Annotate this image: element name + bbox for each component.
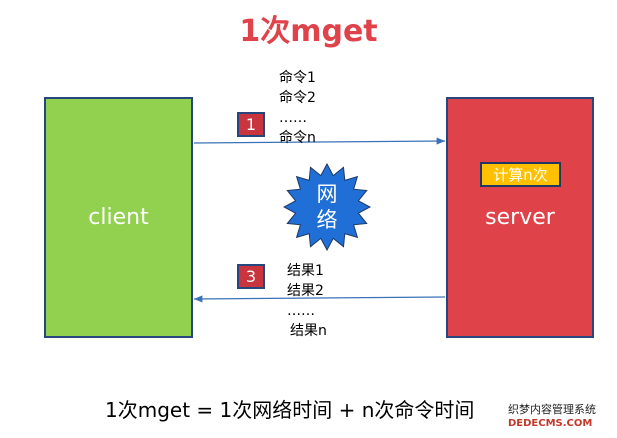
step-1-badge: 1 bbox=[237, 112, 265, 137]
compute-badge: 计算n次 bbox=[480, 162, 561, 187]
server-box: server bbox=[446, 97, 594, 338]
command-item: 命令2 bbox=[279, 90, 316, 106]
command-list: 命令1 命令2 …… 命令n bbox=[279, 68, 316, 148]
network-burst-icon bbox=[283, 163, 371, 251]
watermark: 织梦内容管理系统 DEDECMS.COM bbox=[506, 401, 610, 433]
diagram-title: 1次mget bbox=[239, 14, 378, 49]
compute-label: 计算n次 bbox=[493, 166, 548, 184]
client-box: client bbox=[44, 97, 193, 338]
result-item: …… bbox=[287, 303, 315, 319]
response-arrow bbox=[193, 295, 446, 303]
request-arrow bbox=[193, 137, 446, 145]
step-3-badge: 3 bbox=[237, 264, 265, 289]
result-item: 结果2 bbox=[287, 283, 324, 299]
result-list: 结果1 结果2 …… 结果n bbox=[287, 261, 327, 341]
result-item: 结果n bbox=[290, 323, 327, 339]
server-label: server bbox=[485, 205, 555, 230]
network-label: 网络 bbox=[316, 182, 338, 232]
result-item: 结果1 bbox=[287, 263, 324, 279]
network-burst: 网络 bbox=[283, 163, 371, 251]
command-item: 命令n bbox=[279, 130, 316, 146]
watermark-line-2: DEDECMS.COM bbox=[508, 418, 593, 429]
command-item: …… bbox=[279, 110, 307, 126]
formula-text: 1次mget = 1次网络时间 + n次命令时间 bbox=[105, 398, 475, 422]
client-label: client bbox=[88, 205, 149, 230]
watermark-line-1: 织梦内容管理系统 bbox=[508, 403, 596, 416]
command-item: 命令1 bbox=[279, 70, 316, 86]
